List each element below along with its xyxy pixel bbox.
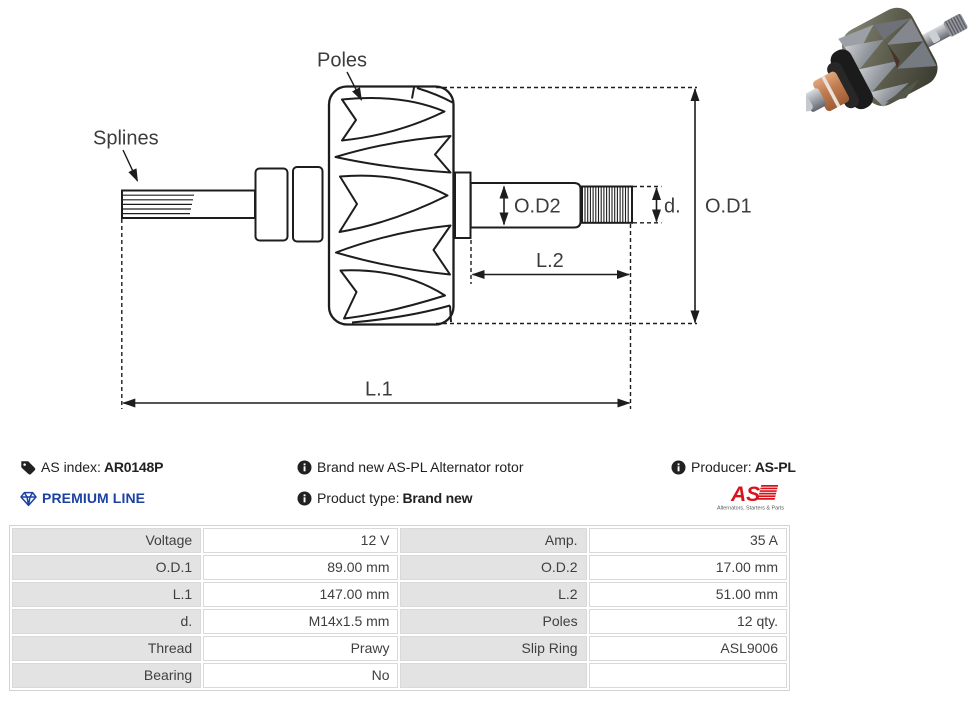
producer-label: Producer: bbox=[691, 459, 752, 475]
spec-value: Prawy bbox=[203, 636, 399, 661]
asl-logo-stripes bbox=[757, 485, 779, 500]
label-od2: O.D2 bbox=[514, 196, 561, 218]
spec-label: L.1 bbox=[12, 582, 202, 607]
spec-value: No bbox=[203, 663, 399, 688]
spec-label: O.D.1 bbox=[12, 555, 202, 580]
spec-label: d. bbox=[12, 609, 202, 634]
asl-logo-tagline: Alternators, Starters & Parts bbox=[717, 506, 784, 512]
construction-lines bbox=[121, 86, 697, 409]
spec-label: Slip Ring bbox=[400, 636, 587, 661]
spec-value: 17.00 mm bbox=[588, 555, 787, 580]
table-row: Bearing No bbox=[12, 663, 787, 688]
label-l1: L.1 bbox=[365, 379, 393, 401]
spec-value: 51.00 mm bbox=[588, 582, 787, 607]
info-icon bbox=[297, 491, 312, 506]
thread-hatch bbox=[584, 187, 629, 223]
producer-row: Producer: AS-PL bbox=[671, 459, 796, 476]
producer-value: AS-PL bbox=[754, 459, 796, 475]
pointer-arrows bbox=[122, 71, 363, 182]
technical-drawing: Poles Splines O.D2 d. O.D1 L.2 L.1 bbox=[93, 50, 752, 409]
asl-logo: AS Alternators, Starters & Parts bbox=[713, 482, 793, 519]
spec-label: Amp. bbox=[400, 528, 587, 553]
spec-value: 89.00 mm bbox=[203, 555, 399, 580]
spec-table: Voltage 12 V Amp. 35 A O.D.1 89.00 mm O.… bbox=[9, 525, 790, 691]
spline-shaft bbox=[121, 189, 256, 219]
description-row: Brand new AS-PL Alternator rotor bbox=[297, 459, 523, 476]
product-type-value: Brand new bbox=[402, 490, 473, 506]
as-index-row: AS index: AR0148P bbox=[20, 459, 163, 476]
label-l2: L.2 bbox=[536, 250, 564, 272]
right-shaft bbox=[469, 182, 633, 229]
description-text: Brand new AS-PL Alternator rotor bbox=[317, 459, 524, 475]
label-poles: Poles bbox=[317, 50, 367, 72]
claw-poles bbox=[334, 87, 453, 324]
product-type-row: Product type: Brand new bbox=[297, 490, 472, 507]
premium-line-row: PREMIUM LINE bbox=[20, 490, 145, 507]
asl-logo-text: AS bbox=[730, 483, 760, 506]
table-row: O.D.1 89.00 mm O.D.2 17.00 mm bbox=[12, 555, 787, 580]
drawing-labels: Poles Splines O.D2 d. O.D1 L.2 L.1 bbox=[93, 50, 752, 401]
label-od1: O.D1 bbox=[705, 196, 752, 218]
as-index-value: AR0148P bbox=[103, 459, 164, 475]
spec-value: M14x1.5 mm bbox=[203, 609, 399, 634]
spec-value: 12 V bbox=[203, 528, 399, 553]
diamond-icon bbox=[20, 491, 37, 507]
spec-table-body: Voltage 12 V Amp. 35 A O.D.1 89.00 mm O.… bbox=[12, 528, 787, 688]
product-photo bbox=[806, 7, 968, 112]
slip-ring-collar bbox=[454, 171, 472, 239]
info-icon bbox=[297, 460, 312, 475]
table-row: Thread Prawy Slip Ring ASL9006 bbox=[12, 636, 787, 661]
table-row: d. M14x1.5 mm Poles 12 qty. bbox=[12, 609, 787, 634]
label-splines: Splines bbox=[93, 128, 159, 150]
splines-arrow bbox=[122, 149, 139, 182]
spec-label: Bearing bbox=[12, 663, 202, 688]
spec-label: Thread bbox=[12, 636, 202, 661]
product-type-label: Product type: bbox=[317, 490, 400, 506]
rotor-body bbox=[327, 85, 455, 326]
tag-icon bbox=[20, 460, 36, 476]
spec-label bbox=[400, 663, 587, 688]
shaft-collars bbox=[254, 166, 324, 243]
spec-value: ASL9006 bbox=[588, 636, 787, 661]
spec-value: 147.00 mm bbox=[203, 582, 399, 607]
premium-line-label: PREMIUM LINE bbox=[42, 490, 146, 506]
table-row: L.1 147.00 mm L.2 51.00 mm bbox=[12, 582, 787, 607]
as-index-label: AS index: bbox=[41, 459, 101, 475]
info-icon bbox=[671, 460, 686, 475]
spec-value bbox=[588, 663, 787, 688]
spec-label: Voltage bbox=[12, 528, 202, 553]
poles-arrow bbox=[346, 71, 363, 101]
spec-label: Poles bbox=[400, 609, 587, 634]
label-d: d. bbox=[664, 196, 681, 218]
spec-value: 35 A bbox=[588, 528, 787, 553]
spec-value: 12 qty. bbox=[588, 609, 787, 634]
dimension-lines bbox=[122, 88, 700, 408]
spec-label: L.2 bbox=[400, 582, 587, 607]
spec-label: O.D.2 bbox=[400, 555, 587, 580]
table-row: Voltage 12 V Amp. 35 A bbox=[12, 528, 787, 553]
